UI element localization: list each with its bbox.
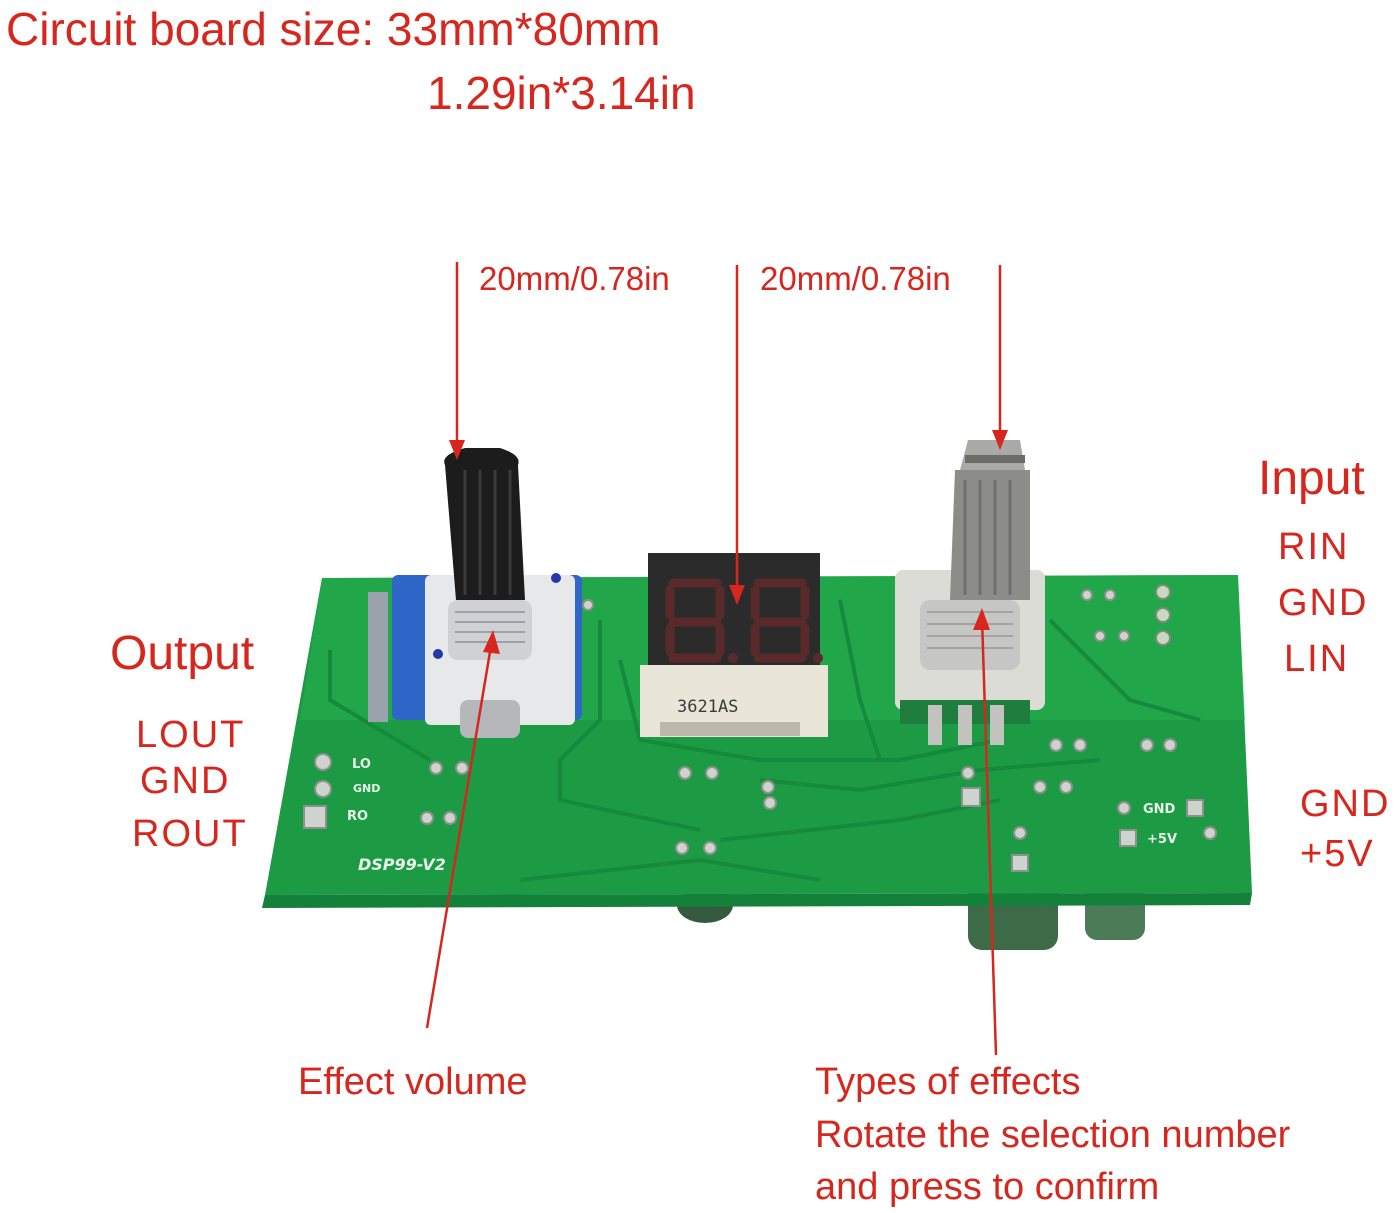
dimension-markers <box>425 262 1002 1056</box>
board-size-inches: 1.29in*3.14in <box>427 67 696 119</box>
input-pin-gnd: GND <box>1278 582 1369 624</box>
board-size-heading: Circuit board size: 33mm*80mm <box>6 3 661 55</box>
output-pin-rout: ROUT <box>132 813 248 855</box>
effect-volume-label: Effect volume <box>298 1061 528 1103</box>
input-heading: Input <box>1258 452 1365 505</box>
output-pin-gnd: GND <box>140 760 231 802</box>
display-part-number: 3621AS <box>677 697 738 717</box>
dimension-right-label: 20mm/0.78in <box>760 260 951 297</box>
pad-label-5v: +5V <box>1147 832 1177 847</box>
rotate-selection-label: Rotate the selection number <box>815 1114 1291 1156</box>
press-confirm-label: and press to confirm <box>815 1166 1160 1208</box>
input-pin-lin: LIN <box>1284 638 1350 680</box>
output-pin-lout: LOUT <box>136 714 246 756</box>
pad-label-lo: LO <box>352 757 371 772</box>
power-pin-5v: +5V <box>1300 833 1375 875</box>
input-pin-rin: RIN <box>1278 526 1350 568</box>
dimension-left-label: 20mm/0.78in <box>479 260 670 297</box>
power-pin-gnd: GND <box>1300 783 1391 825</box>
types-of-effects-label: Types of effects <box>815 1061 1081 1103</box>
effect-selector-encoder <box>895 440 1045 745</box>
seven-segment-display <box>640 553 828 737</box>
pad-label-ro: RO <box>347 809 368 824</box>
effect-volume-potentiometer <box>368 448 582 738</box>
output-heading: Output <box>110 627 255 680</box>
board-model: DSP99-V2 <box>358 855 446 874</box>
pad-label-gnd: GND <box>353 782 380 795</box>
pad-label-gnd-power: GND <box>1143 802 1176 817</box>
arrowheads <box>449 430 1008 654</box>
